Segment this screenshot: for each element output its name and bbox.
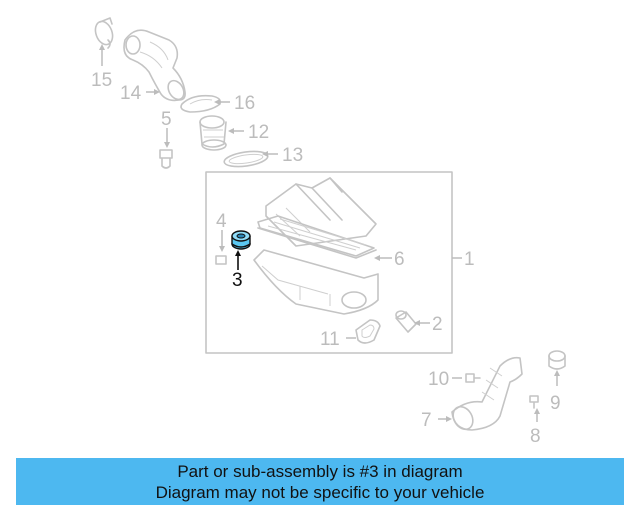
part-3-grommet[interactable] <box>231 230 251 250</box>
callout-8: 8 <box>530 426 541 447</box>
callout-7: 7 <box>421 410 432 431</box>
callout-2: 2 <box>432 314 443 335</box>
part-air-cleaner-upper <box>265 177 377 247</box>
part-10-bolt <box>465 373 481 383</box>
part-15-clamp <box>94 17 114 49</box>
part-14-intake-hose <box>123 29 186 102</box>
callout-3[interactable]: 3 <box>232 270 243 291</box>
callout-15: 15 <box>91 70 112 91</box>
part-air-cleaner-lower <box>253 249 379 315</box>
callout-5: 5 <box>161 109 172 130</box>
caption-line-1: Part or sub-assembly is #3 in diagram <box>177 461 463 481</box>
callout-1: 1 <box>464 249 475 270</box>
callout-14: 14 <box>120 83 142 104</box>
part-9-grommet <box>548 350 566 370</box>
caption-line-2: Diagram may not be specific to your vehi… <box>155 482 485 502</box>
parts-diagram: 15 14 16 5 12 13 4 3 6 1 11 2 10 9 7 8 <box>91 17 566 447</box>
part-16-gasket <box>180 94 222 113</box>
callout-4: 4 <box>216 211 227 232</box>
part-12-adapter <box>199 115 227 151</box>
callout-11: 11 <box>320 329 340 350</box>
part-6-filter <box>257 215 377 259</box>
callout-16: 16 <box>234 93 255 114</box>
callout-13: 13 <box>282 145 303 166</box>
callout-10: 10 <box>428 369 449 390</box>
callout-6: 6 <box>394 249 405 270</box>
part-13-seal <box>223 150 269 168</box>
part-4-nut <box>215 255 227 265</box>
assembly-frame <box>205 171 453 354</box>
part-11-gasket <box>355 319 381 344</box>
part-8-clip <box>529 395 539 409</box>
part-2-plug <box>395 310 417 333</box>
caption-banner: Part or sub-assembly is #3 in diagram Di… <box>16 458 624 505</box>
callout-12: 12 <box>248 122 269 143</box>
part-5-bolt <box>159 149 173 169</box>
part-7-duct <box>451 356 523 431</box>
callout-9: 9 <box>550 393 561 414</box>
